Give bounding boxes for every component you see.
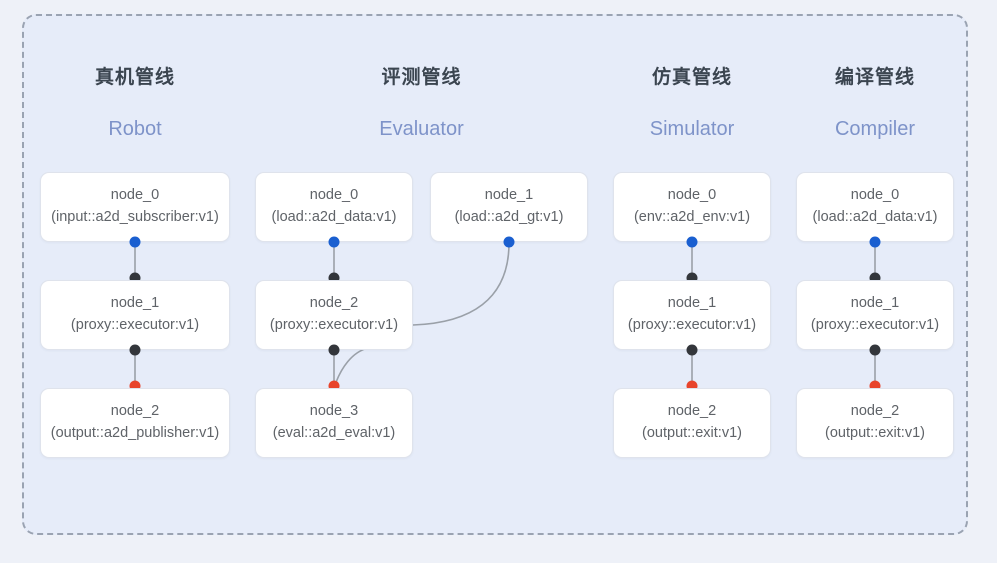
port-output-compiler-1[interactable]: [869, 344, 881, 356]
port-input-robot-2[interactable]: [129, 380, 141, 392]
node-type: (proxy::executor:v1): [269, 317, 399, 333]
node-name: node_1: [484, 187, 534, 204]
column-title-cn-simulator: 仿真管线: [651, 67, 732, 88]
node-evaluator-0[interactable]: node_0 (load::a2d_data:v1): [255, 172, 413, 242]
node-type: (eval::a2d_eval:v1): [272, 425, 396, 441]
node-robot-0[interactable]: node_0 (input::a2d_subscriber:v1): [40, 172, 230, 242]
node-type: (proxy::executor:v1): [810, 317, 940, 333]
column-title-en-compiler: Compiler: [834, 118, 916, 140]
column-title-cn-robot: 真机管线: [94, 67, 175, 88]
column-title-en-simulator: Simulator: [649, 118, 735, 140]
node-type: (output::exit:v1): [825, 425, 925, 441]
node-simulator-0[interactable]: node_0 (env::a2d_env:v1): [613, 172, 771, 242]
port-output-compiler-0[interactable]: [869, 236, 881, 248]
node-type: (input::a2d_subscriber:v1): [51, 209, 219, 225]
node-type: (load::a2d_data:v1): [271, 209, 397, 225]
column-title-cn-evaluator: 评测管线: [381, 67, 462, 88]
node-name: node_3: [309, 403, 359, 420]
node-name: node_2: [850, 403, 900, 420]
node-name: node_0: [850, 187, 900, 204]
node-name: node_2: [667, 403, 717, 420]
node-compiler-1[interactable]: node_1 (proxy::executor:v1): [796, 280, 954, 350]
node-name: node_1: [110, 295, 160, 312]
node-evaluator-2[interactable]: node_2 (proxy::executor:v1): [255, 280, 413, 350]
port-output-evaluator-gt[interactable]: [503, 236, 515, 248]
node-compiler-0[interactable]: node_0 (load::a2d_data:v1): [796, 172, 954, 242]
port-output-simulator-1[interactable]: [686, 344, 698, 356]
node-evaluator-3[interactable]: node_3 (eval::a2d_eval:v1): [255, 388, 413, 458]
node-name: node_0: [309, 187, 359, 204]
node-type: (env::a2d_env:v1): [633, 209, 751, 225]
column-header-simulator: 仿真管线 Simulator: [613, 62, 771, 141]
node-name: node_2: [110, 403, 160, 420]
node-name: node_2: [309, 295, 359, 312]
node-simulator-2[interactable]: node_2 (output::exit:v1): [613, 388, 771, 458]
port-output-evaluator-0[interactable]: [328, 236, 340, 248]
node-name: node_0: [110, 187, 160, 204]
node-robot-1[interactable]: node_1 (proxy::executor:v1): [40, 280, 230, 350]
node-name: node_1: [850, 295, 900, 312]
port-input-simulator-1[interactable]: [686, 272, 698, 284]
port-output-evaluator-2[interactable]: [328, 344, 340, 356]
node-type: (load::a2d_gt:v1): [454, 209, 564, 225]
node-type: (proxy::executor:v1): [627, 317, 757, 333]
column-header-compiler: 编译管线 Compiler: [796, 62, 954, 141]
node-type: (output::exit:v1): [642, 425, 742, 441]
port-input-compiler-2[interactable]: [869, 380, 881, 392]
node-type: (output::a2d_publisher:v1): [50, 425, 220, 441]
node-simulator-1[interactable]: node_1 (proxy::executor:v1): [613, 280, 771, 350]
port-output-robot-0[interactable]: [129, 236, 141, 248]
column-title-en-robot: Robot: [108, 118, 162, 140]
node-compiler-2[interactable]: node_2 (output::exit:v1): [796, 388, 954, 458]
column-title-en-evaluator: Evaluator: [379, 118, 464, 140]
port-input-compiler-1[interactable]: [869, 272, 881, 284]
port-output-simulator-0[interactable]: [686, 236, 698, 248]
column-header-robot: 真机管线 Robot: [40, 62, 230, 141]
node-name: node_0: [667, 187, 717, 204]
port-output-robot-1[interactable]: [129, 344, 141, 356]
node-robot-2[interactable]: node_2 (output::a2d_publisher:v1): [40, 388, 230, 458]
port-input-evaluator-2[interactable]: [328, 272, 340, 284]
port-input-robot-1[interactable]: [129, 272, 141, 284]
node-name: node_1: [667, 295, 717, 312]
port-input-evaluator-3[interactable]: [328, 380, 340, 392]
column-header-evaluator: 评测管线 Evaluator: [255, 62, 588, 141]
node-type: (proxy::executor:v1): [70, 317, 200, 333]
column-title-cn-compiler: 编译管线: [834, 67, 915, 88]
port-input-simulator-2[interactable]: [686, 380, 698, 392]
node-type: (load::a2d_data:v1): [812, 209, 938, 225]
node-evaluator-gt[interactable]: node_1 (load::a2d_gt:v1): [430, 172, 588, 242]
